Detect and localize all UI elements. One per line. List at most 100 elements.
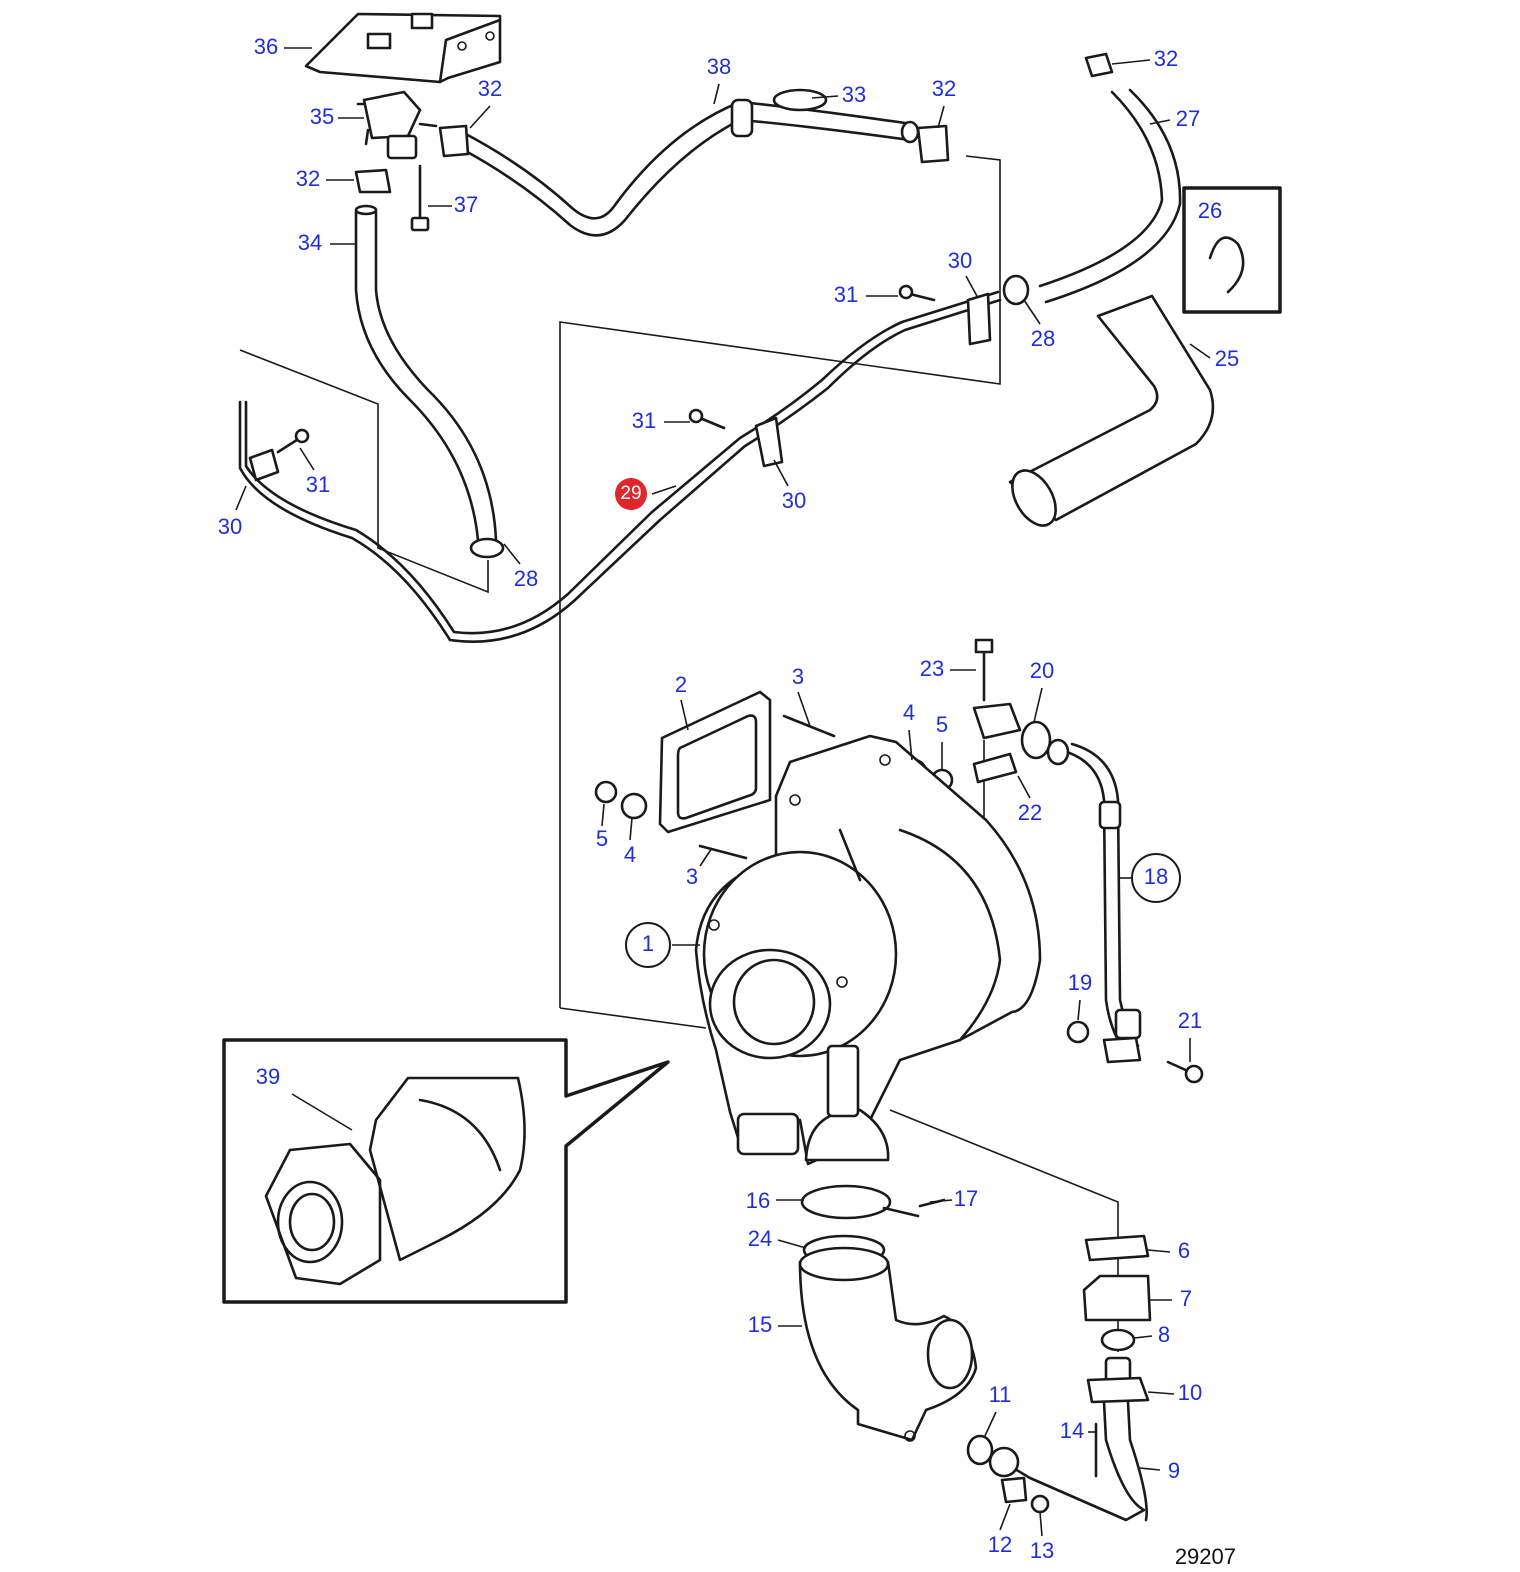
callout-13[interactable]: 13 [1030, 1511, 1054, 1563]
callout-12-label: 12 [988, 1532, 1012, 1557]
figure-number: 29207 [1175, 1544, 1236, 1569]
part-18-oil-line [1046, 738, 1142, 1052]
callout-33-label: 33 [842, 82, 866, 107]
part-29-oil-pipe [238, 290, 1002, 643]
callout-4[interactable]: 4 [624, 817, 636, 867]
callout-2[interactable]: 2 [675, 672, 689, 731]
callout-23[interactable]: 23 [920, 656, 976, 681]
callout-11[interactable]: 11 [983, 1382, 1012, 1439]
callout-28-label: 28 [514, 566, 538, 591]
callout-31[interactable]: 31 [632, 408, 690, 433]
callout-38-label: 38 [707, 54, 731, 79]
callout-34-label: 34 [298, 230, 322, 255]
callout-38[interactable]: 38 [707, 54, 731, 105]
callout-35-label: 35 [310, 104, 334, 129]
callout-32-label: 32 [932, 76, 956, 101]
callout-36-label: 36 [254, 34, 278, 59]
callout-39[interactable]: 39 [256, 1064, 353, 1131]
callout-28[interactable]: 28 [1023, 299, 1055, 351]
callout-28[interactable]: 28 [503, 543, 538, 591]
callout-6[interactable]: 6 [1147, 1238, 1190, 1263]
callout-32[interactable]: 32 [1111, 46, 1178, 71]
callout-32-leader [1111, 59, 1151, 65]
callout-30-leader [235, 485, 247, 511]
callout-32[interactable]: 32 [296, 166, 354, 191]
callout-12[interactable]: 12 [988, 1503, 1012, 1557]
callout-32-label: 32 [478, 76, 502, 101]
callout-30-leader [773, 459, 789, 487]
callout-37-label: 37 [454, 192, 478, 217]
callout-38-leader [713, 83, 720, 105]
callout-33-leader [811, 95, 839, 99]
part-15-elbow [798, 1246, 978, 1442]
callout-20[interactable]: 20 [1030, 658, 1054, 723]
callout-37[interactable]: 37 [428, 192, 478, 217]
callout-18[interactable]: 18 [1118, 853, 1181, 903]
callout-1[interactable]: 1 [625, 922, 700, 968]
callout-35[interactable]: 35 [310, 104, 364, 129]
callout-26[interactable]: 26 [1198, 198, 1222, 223]
callout-13-leader [1039, 1511, 1043, 1537]
callout-15[interactable]: 15 [748, 1312, 802, 1337]
callout-7[interactable]: 7 [1150, 1286, 1192, 1311]
callout-3-leader [699, 847, 713, 867]
callout-30-label: 30 [782, 488, 806, 513]
callout-21[interactable]: 21 [1178, 1008, 1202, 1062]
callout-8[interactable]: 8 [1133, 1322, 1170, 1347]
callout-22[interactable]: 22 [1017, 775, 1042, 825]
callout-12-leader [999, 1503, 1011, 1531]
callout-29[interactable]: 29 [615, 478, 677, 510]
callout-13-label: 13 [1030, 1538, 1054, 1563]
part-3-studs [698, 714, 836, 860]
callout-11-leader [983, 1411, 997, 1439]
callout-32[interactable]: 32 [932, 76, 956, 129]
callout-31[interactable]: 31 [834, 282, 898, 307]
callout-36[interactable]: 36 [254, 34, 312, 59]
callout-30[interactable]: 30 [773, 459, 806, 513]
callout-17[interactable]: 17 [929, 1186, 978, 1211]
part-20-23-union [972, 638, 1052, 760]
callout-31[interactable]: 31 [299, 447, 330, 497]
part-25-intake-hose [1008, 294, 1215, 527]
part-32-clamp-mid [438, 124, 950, 164]
callout-5[interactable]: 5 [936, 712, 948, 770]
callout-3[interactable]: 3 [792, 664, 811, 727]
callout-6-label: 6 [1178, 1238, 1190, 1263]
part-26-inset-box [1182, 186, 1282, 314]
callout-24-leader [777, 1239, 807, 1249]
callout-25[interactable]: 25 [1189, 343, 1239, 371]
callout-5[interactable]: 5 [596, 803, 608, 851]
callout-16[interactable]: 16 [746, 1188, 804, 1213]
callout-4-label: 4 [624, 842, 636, 867]
callout-4[interactable]: 4 [903, 700, 915, 761]
callout-27-label: 27 [1176, 106, 1200, 131]
callout-9[interactable]: 9 [1139, 1458, 1180, 1483]
callout-3[interactable]: 3 [686, 847, 713, 889]
callout-10[interactable]: 10 [1147, 1380, 1202, 1405]
part-2-gasket [658, 690, 772, 834]
callout-25-leader [1189, 343, 1211, 359]
part-36-bracket [304, 12, 502, 84]
callout-24[interactable]: 24 [748, 1226, 807, 1251]
callout-28-leader [1023, 299, 1041, 325]
part-34-hose [354, 204, 498, 542]
callout-25-label: 25 [1215, 346, 1239, 371]
callout-5-leader [601, 803, 605, 827]
callout-19[interactable]: 19 [1068, 970, 1092, 1021]
callout-17-leader [929, 1199, 953, 1203]
callout-33[interactable]: 33 [811, 82, 866, 107]
callout-32[interactable]: 32 [469, 76, 502, 129]
callout-30[interactable]: 30 [218, 485, 247, 539]
callout-9-leader [1139, 1467, 1161, 1471]
callout-11-label: 11 [989, 1382, 1012, 1407]
callout-20-label: 20 [1030, 658, 1054, 683]
callout-3-leader [797, 691, 811, 727]
callout-1-label: 1 [642, 931, 654, 956]
callout-30[interactable]: 30 [948, 248, 979, 299]
callout-34[interactable]: 34 [298, 230, 356, 255]
callout-4-leader [629, 817, 633, 841]
callout-27[interactable]: 27 [1149, 106, 1200, 131]
callout-14[interactable]: 14 [1060, 1418, 1096, 1443]
